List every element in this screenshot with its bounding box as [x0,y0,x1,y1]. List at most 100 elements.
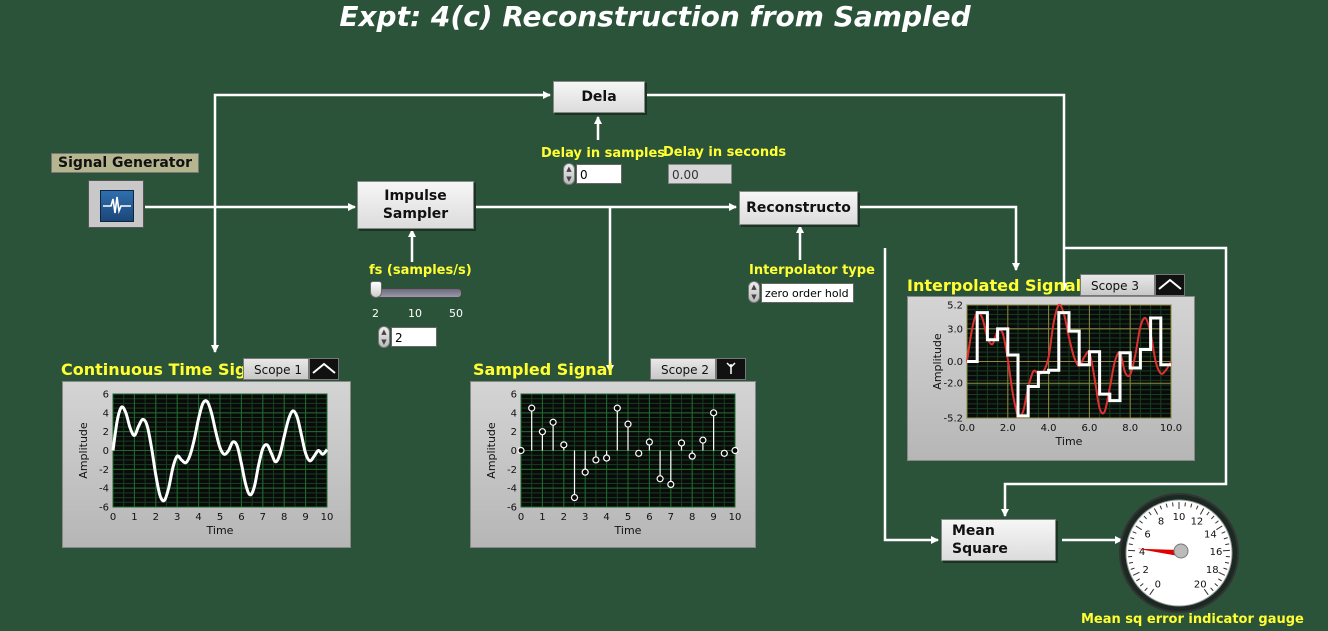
sample-point [699,436,707,444]
sample-point [613,404,621,412]
y-tick-label: 2 [511,427,517,438]
scope1-plot-style-icon[interactable] [309,358,339,380]
fs-slider-tick-2: 2 [372,307,379,320]
gauge-tick [1203,588,1209,596]
gauge-tick [1225,543,1230,546]
x-tick-label: 4 [195,512,201,523]
x-tick-label: 6.0 [1081,423,1097,434]
x-tick-label: 2.0 [1000,423,1016,434]
fs-spinner[interactable]: ▲▼ [378,326,390,348]
x-tick-label: 6 [238,512,244,523]
sample-point [710,409,718,417]
gauge-tick [1206,511,1210,516]
delay-samples-spinner[interactable]: ▲▼ [563,163,575,185]
y-tick-label: -4 [99,484,109,495]
x-tick-label: 0 [518,512,524,523]
x-tick-label: 6 [646,512,652,523]
gauge-tick-label: 0 [1155,579,1161,590]
reconstructor-block[interactable]: Reconstructo [739,191,858,225]
gauge-tick [1195,505,1199,510]
signal-generator-button[interactable] [88,180,144,228]
sample-point [592,456,600,464]
mean-square-block[interactable]: Mean Square [941,519,1056,561]
gauge-tick [1132,531,1137,534]
impulse-sampler-label-line1: Impulse [384,187,447,204]
gauge-tick [1172,502,1174,507]
scope3-button[interactable]: Scope 3 [1080,274,1155,296]
fs-slider-track[interactable] [370,288,462,298]
mean-square-label-line1: Mean [952,522,995,539]
x-tick-label: 7 [260,512,266,523]
gauge-label: Mean sq error indicator gauge [1081,612,1304,627]
delay-samples-input[interactable]: 0 [576,164,622,184]
sample-point [677,439,686,447]
fs-input[interactable]: 2 [391,327,437,347]
fs-label: fs (samples/s) [369,263,472,278]
y-tick-label: 6 [511,390,517,401]
x-tick-label: 8.0 [1122,423,1138,434]
continuous-signal-line [111,399,329,503]
x-tick-label: 0 [110,512,116,523]
sample-point [560,441,568,449]
y-tick-label: 2 [103,427,109,438]
x-axis-label: Time [1055,435,1083,448]
gauge-tick [1215,520,1219,524]
gauge-tick [1214,583,1219,587]
x-tick-label: 9 [302,512,308,523]
gauge-tick [1165,503,1168,508]
interpolator-type-label: Interpolator type [749,263,875,278]
delay-block[interactable]: Dela [553,81,645,113]
gauge-tick [1132,571,1140,576]
sample-point [570,493,579,502]
x-tick-label: 2 [561,512,567,523]
gauge-tick [1224,561,1230,564]
scope1-button[interactable]: Scope 1 [243,358,309,380]
x-tick-label: 7 [668,512,674,523]
sample-point [688,452,696,460]
y-tick-label: -5.2 [943,414,963,425]
gauge-tick-label: 14 [1204,529,1217,540]
impulse-sampler-block[interactable]: Impulse Sampler [357,181,474,229]
y-tick-label: -2 [507,465,517,476]
delay-seconds-indicator: 0.00 [668,164,732,184]
gauge-hub [1173,543,1189,559]
y-tick-label: 0 [511,446,517,457]
gauge-tick [1199,508,1205,515]
fs-slider-thumb[interactable] [370,281,382,298]
original-signal-line [966,303,1172,419]
sample-point [645,438,653,446]
y-tick-label: 0 [103,446,109,457]
scope2-plot-style-icon[interactable] [716,358,746,380]
sample-point [635,449,643,457]
gauge-tick [1210,587,1214,592]
gauge-needle [1137,548,1180,556]
sample-point [667,480,675,489]
interpolator-type-select[interactable]: zero order hold [761,283,854,303]
y-axis-label: Amplitude [931,333,944,390]
sample-point [538,428,547,436]
gauge-tick [1143,515,1148,520]
fs-slider-tick-50: 50 [449,307,463,320]
waveform-icon [100,190,134,222]
gauge-tick [1221,531,1226,534]
gauge-tick [1139,520,1143,524]
signal-generator-label: Signal Generator [51,153,200,173]
y-axis-label: Amplitude [77,422,90,479]
delay-samples-label: Delay in samples [541,146,666,161]
interpolator-type-spinner[interactable]: ▲▼ [748,281,760,303]
x-tick-label: 1 [131,512,137,523]
delay-seconds-label: Delay in seconds [663,145,787,160]
x-tick-label: 1 [539,512,545,523]
gauge-tick [1153,508,1159,515]
x-tick-label: 10 [729,512,742,523]
scope3-plot-style-icon[interactable] [1155,274,1185,296]
scope2-button[interactable]: Scope 2 [650,358,716,380]
gauge-tick [1130,537,1135,540]
x-tick-label: 10.0 [1160,423,1182,434]
y-tick-label: -2 [99,465,109,476]
y-tick-label: 5.2 [947,301,963,312]
